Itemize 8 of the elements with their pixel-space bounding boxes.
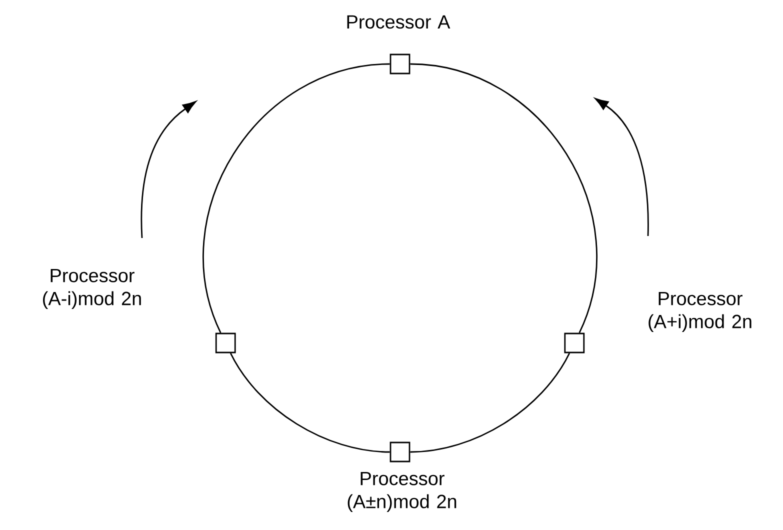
processor-label: Processor A xyxy=(347,15,450,29)
ring-line xyxy=(410,63,597,334)
processor-label: Processor (A-i)mod 2n xyxy=(43,269,141,309)
ring-line xyxy=(410,352,570,453)
ring-line xyxy=(203,63,390,334)
ring-line xyxy=(230,352,390,453)
processor-label: Processor (A±n)mod 2n xyxy=(348,472,456,512)
processor-label: Processor (A+i)mod 2n xyxy=(648,292,752,332)
